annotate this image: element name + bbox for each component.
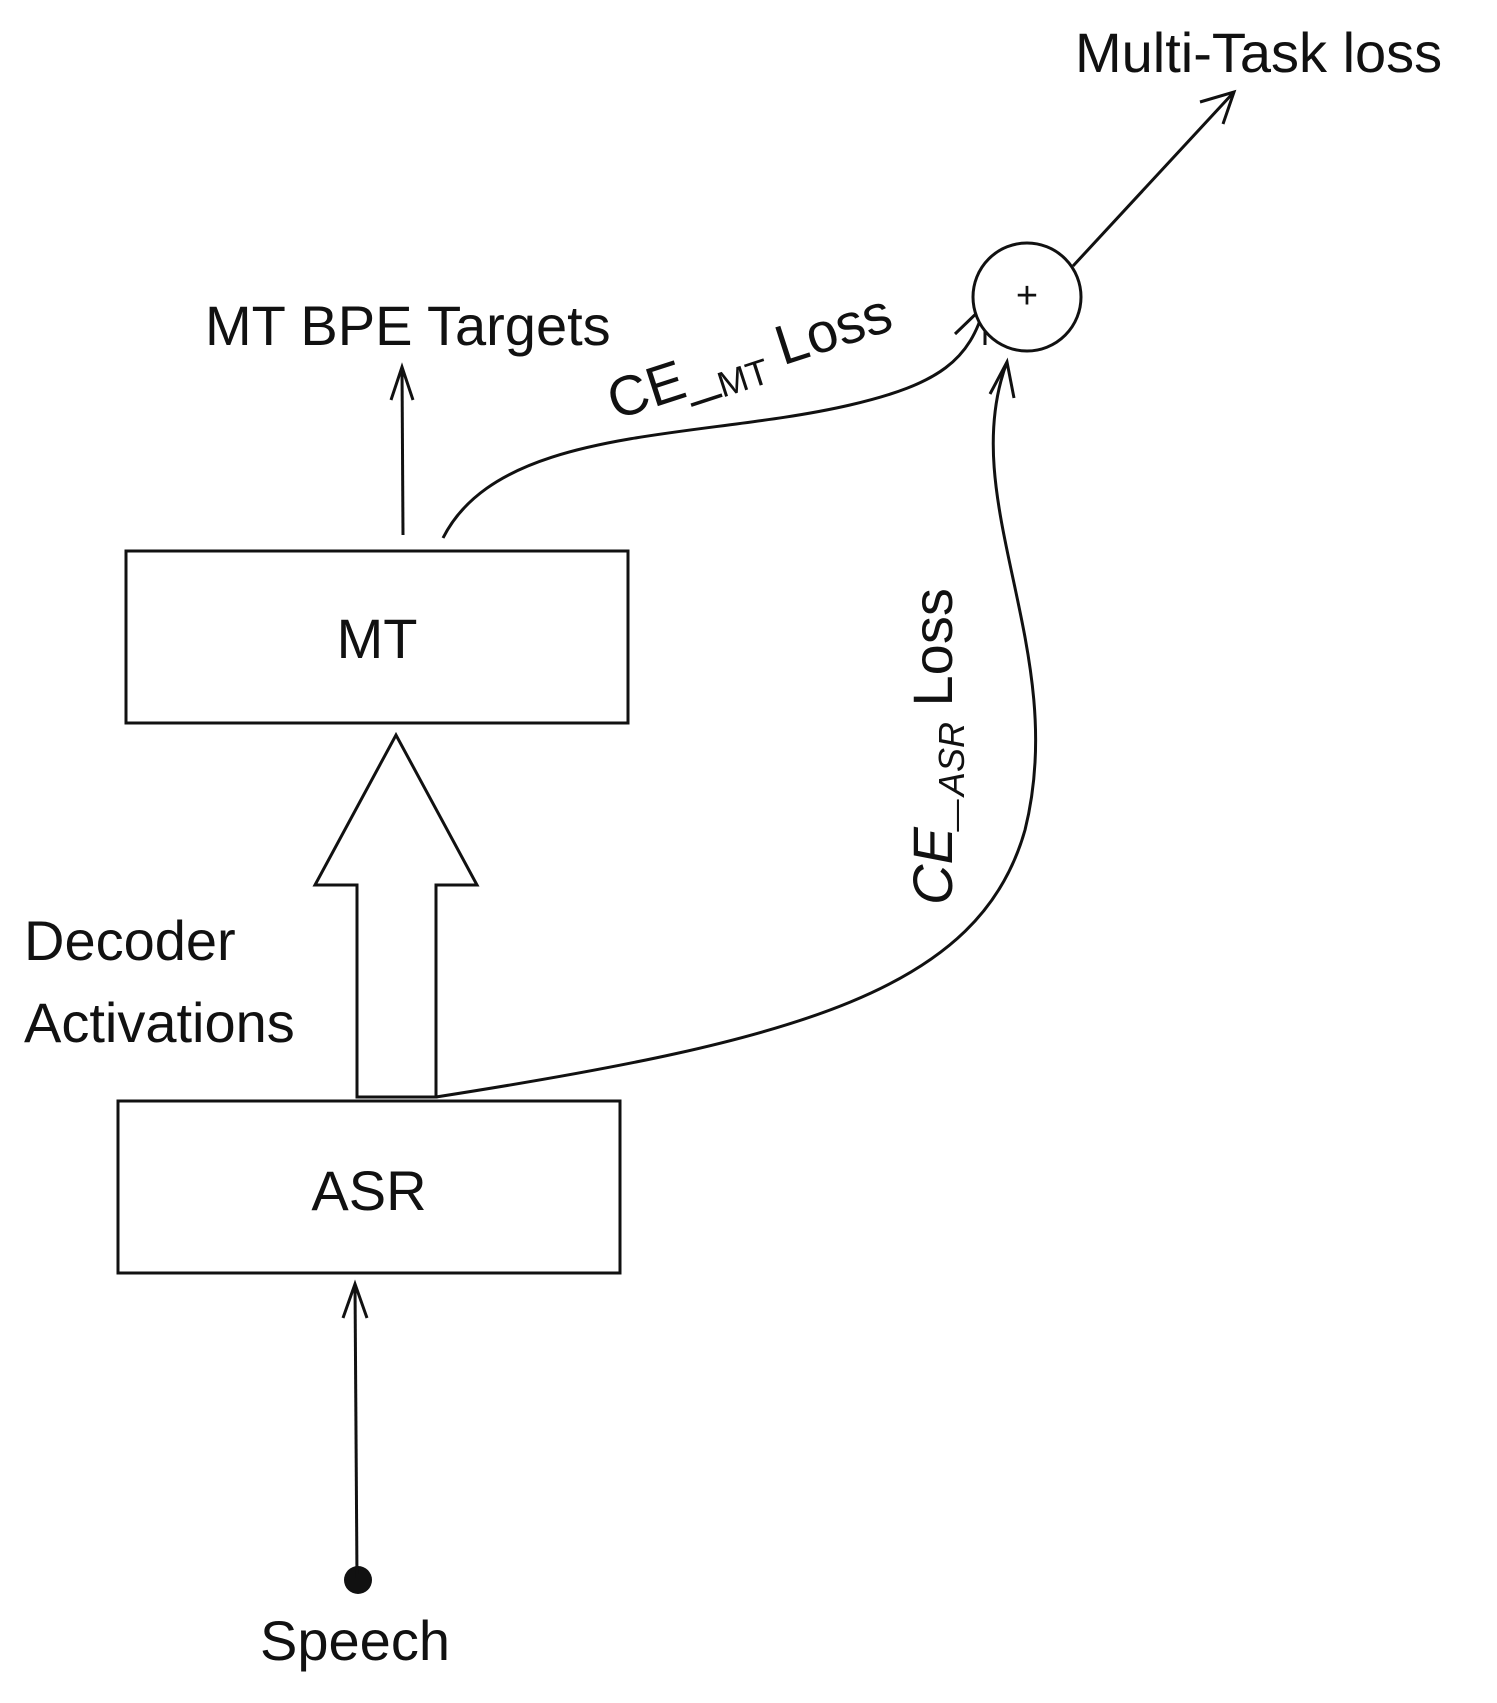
sum-to-loss-arrowhead: [1199, 89, 1237, 125]
sum-node-plus: +: [1016, 275, 1038, 317]
ce-asr-loss-subscript: ASR: [931, 722, 972, 798]
ce-asr-loss-prefix: CE_: [901, 796, 964, 905]
mt-box: [124, 549, 630, 725]
mt-bpe-targets-label: MT BPE Targets: [205, 294, 611, 357]
decoder-activations-block-arrow: [312, 731, 480, 1099]
ce-mt-loss-suffix: Loss: [752, 280, 899, 381]
ce-asr-loss-suffix: Loss: [901, 588, 964, 722]
ce-asr-curve: [435, 361, 1038, 1099]
decoder-activations-line2: Activations: [24, 991, 295, 1054]
sum-node-circle: [971, 241, 1083, 353]
speech-label: Speech: [260, 1609, 450, 1672]
ce-asr-arrowhead: [988, 357, 1016, 399]
mt-to-targets-arrowhead: [389, 362, 415, 401]
mt-box-label: MT: [337, 607, 418, 670]
speech-input-dot: [344, 1566, 372, 1594]
ce-asr-loss-label: CE_ASR Loss: [901, 588, 972, 905]
speech-to-asr-arrowhead: [341, 1279, 369, 1319]
ce-mt-curve: [441, 304, 987, 539]
decoder-activations-line1: Decoder: [24, 909, 236, 972]
asr-box: [116, 1099, 622, 1275]
asr-box-label: ASR: [311, 1159, 426, 1222]
ce-mt-loss-prefix: CE_: [599, 338, 723, 432]
ce-mt-loss-label: CE_MT Loss: [599, 280, 901, 439]
sum-to-loss-arrow: [1071, 90, 1236, 268]
multi-task-loss-label: Multi-Task loss: [1075, 21, 1442, 84]
mt-to-targets-arrow: [400, 366, 405, 536]
speech-to-asr-arrow: [353, 1283, 359, 1581]
